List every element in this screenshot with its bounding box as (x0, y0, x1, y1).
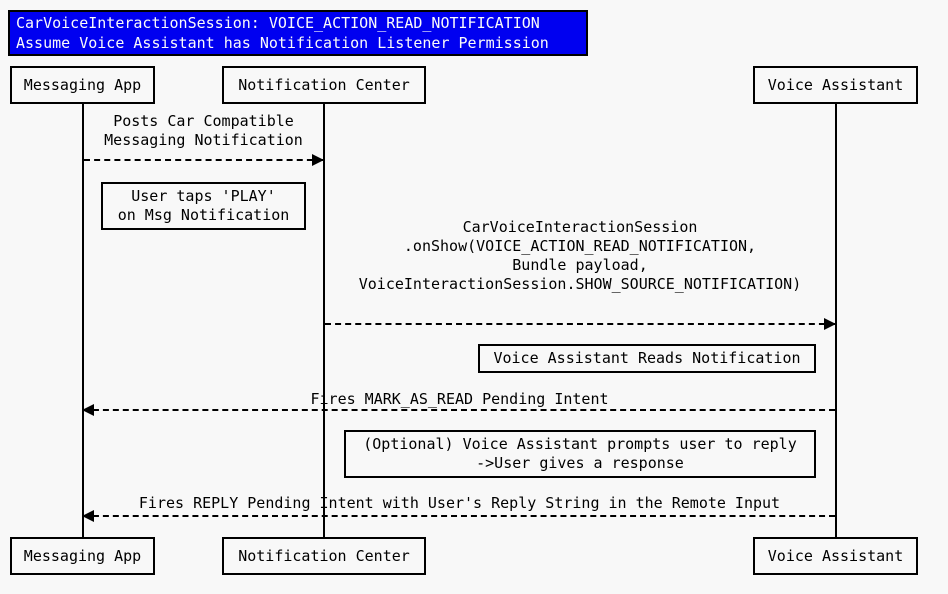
actor-box-messaging-app-top: Messaging App (10, 66, 155, 104)
message-arrow-onshow (325, 318, 836, 330)
diagram-title-line-2: Assume Voice Assistant has Notification … (16, 34, 549, 52)
note-user-taps-play: User taps 'PLAY' on Msg Notification (101, 182, 306, 230)
message-label-posts-notification: Posts Car Compatible Messaging Notificat… (104, 112, 303, 149)
actor-box-notification-center-top: Notification Center (222, 66, 426, 104)
arrowhead-left-icon (82, 404, 94, 416)
message-arrow-posts-notification (84, 154, 324, 166)
actor-box-notification-center-bottom: Notification Center (222, 537, 426, 575)
actor-label: Voice Assistant (767, 76, 904, 94)
actor-label: Notification Center (238, 547, 410, 565)
actor-box-voice-assistant-top: Voice Assistant (753, 66, 918, 104)
arrowhead-right-icon (824, 318, 836, 330)
message-label-onshow: CarVoiceInteractionSession .onShow(VOICE… (358, 218, 802, 293)
message-label-reply-intent: Fires REPLY Pending Intent with User's R… (138, 494, 781, 512)
message-label-mark-as-read: Fires MARK_AS_READ Pending Intent (310, 390, 609, 408)
actor-label: Messaging App (23, 547, 142, 565)
actor-label: Notification Center (238, 76, 410, 94)
lifeline-notification-center (323, 104, 325, 537)
diagram-title: CarVoiceInteractionSession: VOICE_ACTION… (8, 10, 588, 56)
actor-label: Voice Assistant (767, 547, 904, 565)
actor-box-voice-assistant-bottom: Voice Assistant (753, 537, 918, 575)
note-voice-assistant-reads: Voice Assistant Reads Notification (478, 344, 816, 373)
diagram-title-line-1: CarVoiceInteractionSession: VOICE_ACTION… (16, 14, 540, 32)
actor-label: Messaging App (23, 76, 142, 94)
lifeline-voice-assistant (835, 104, 837, 537)
note-optional-prompt: (Optional) Voice Assistant prompts user … (344, 430, 816, 478)
message-arrow-reply-intent (82, 510, 835, 522)
arrowhead-right-icon (312, 154, 324, 166)
message-arrow-mark-as-read (82, 404, 835, 416)
actor-box-messaging-app-bottom: Messaging App (10, 537, 155, 575)
arrowhead-left-icon (82, 510, 94, 522)
lifeline-messaging-app (82, 104, 84, 537)
